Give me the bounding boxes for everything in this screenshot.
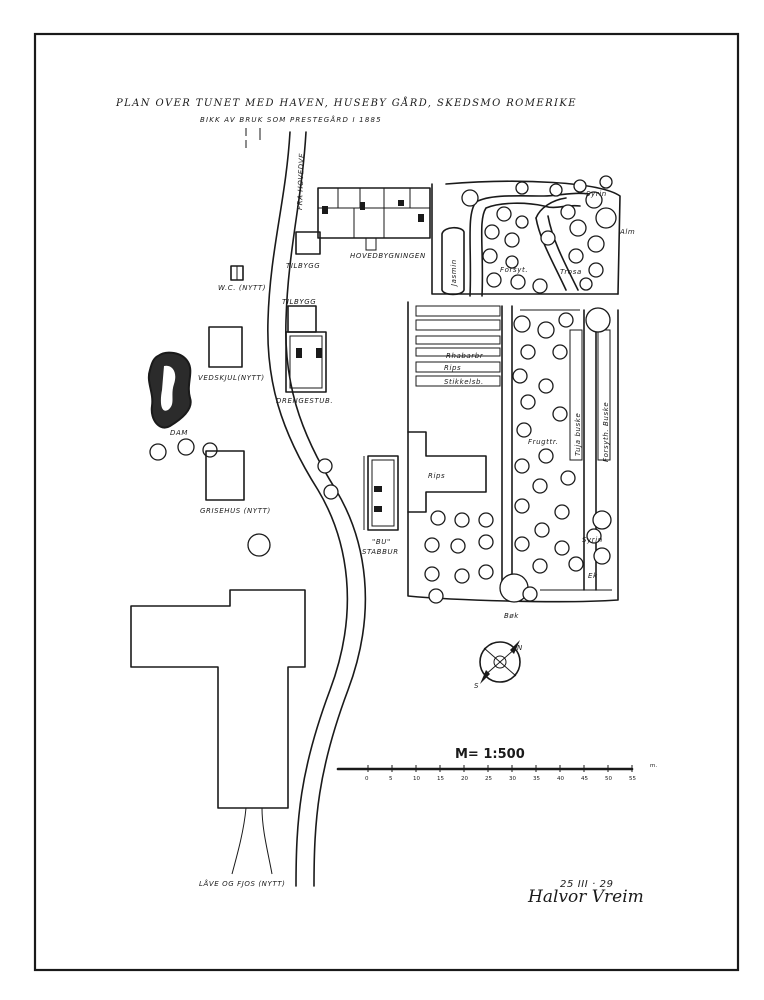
label-drengestub: DRENGESTUB. — [276, 397, 333, 405]
pond — [147, 351, 192, 429]
compass-rose — [479, 640, 521, 684]
label-stikkelsbaer: Stikkelsb. — [444, 378, 484, 386]
label-rhabarber: Rhabarbr — [446, 352, 484, 360]
label-dam: DAM — [170, 429, 188, 437]
label-tilbygg-dreng: TILBYGG — [282, 298, 316, 306]
label-frugttr: Frugttr. — [528, 438, 559, 446]
grisehus-building — [205, 450, 245, 501]
map-subtitle: BIKK AV BRUK SOM PRESTEGÅRD I 1885 — [200, 115, 382, 124]
scale-tick-label: 5 — [389, 776, 393, 782]
label-rips-bed: Rips — [444, 364, 461, 372]
scale-tick-label: 20 — [461, 776, 468, 782]
road-label: FRA HOVEDVE — [296, 153, 306, 210]
label-forsyth-buske: Forsyth. Buske — [602, 402, 610, 462]
pond-trees — [149, 438, 218, 461]
scale-tick-label: 45 — [581, 776, 588, 782]
main-house — [295, 187, 431, 255]
label-tuja-buske: Tuja buske — [574, 413, 582, 456]
scale-tick-label: 30 — [509, 776, 516, 782]
label-wc: W.C. (NYTT) — [218, 284, 266, 292]
label-trosa: Trosa — [560, 268, 582, 276]
scale-tick-label: 50 — [605, 776, 612, 782]
label-rips-plot: Rips — [428, 472, 445, 480]
garden-trees — [424, 175, 617, 604]
label-syrin-ne: Syrin — [586, 190, 607, 198]
road — [267, 131, 367, 887]
label-stabbur: STABBUR — [362, 548, 399, 556]
label-lave-fjos: LÅVE OG FJOS (NYTT) — [199, 879, 285, 888]
scale-tick-label: 10 — [413, 776, 420, 782]
scale-title: M= 1:500 — [455, 747, 525, 762]
garden — [407, 180, 621, 603]
scale-tick-label: 25 — [485, 776, 492, 782]
label-vedskjul: VEDSKJUL(NYTT) — [198, 374, 265, 382]
lave-fjos-building — [130, 589, 306, 875]
wc-building — [230, 265, 244, 281]
scale-bar: 0 5 10 15 20 25 30 35 40 45 50 55 m. — [336, 763, 657, 782]
scale-tick-label: 0 — [365, 776, 369, 782]
stabbur-building — [363, 455, 399, 531]
label-grisehus: GRISEHUS (NYTT) — [200, 507, 271, 515]
label-hovedbygningen: HOVEDBYGNINGEN — [350, 252, 426, 260]
map-border — [33, 32, 740, 972]
tree-grisehus — [247, 533, 271, 557]
scale-tick-label: 40 — [557, 776, 564, 782]
compass-south: S — [474, 682, 479, 690]
label-forsythia-upper: Forsyt. — [500, 266, 528, 274]
label-tilbygg-main: TILBYGG — [286, 262, 320, 270]
scale-tick-label: m. — [650, 763, 657, 769]
road-trees — [317, 458, 339, 500]
label-bu: "BU" — [372, 538, 391, 546]
drengestue — [285, 305, 327, 393]
road-marks — [245, 128, 261, 148]
signature-date: 25 III · 29 — [560, 879, 614, 890]
label-bok: Bøk — [504, 612, 519, 620]
map-title: PLAN OVER TUNET MED HAVEN, HUSEBY GÅRD, … — [115, 97, 577, 109]
label-alm: Alm — [619, 228, 635, 236]
vedskjul-building — [208, 326, 243, 368]
signature-name: Halvor Vreim — [527, 887, 644, 907]
label-syrin-se: Syrin — [582, 536, 603, 544]
scale-tick-label: 55 — [629, 776, 636, 782]
scale-tick-label: 15 — [437, 776, 444, 782]
label-jasmin: Jasmin — [450, 259, 458, 288]
scale-tick-label: 35 — [533, 776, 540, 782]
label-ek: Ek — [588, 572, 598, 580]
compass-north: N — [517, 644, 523, 652]
